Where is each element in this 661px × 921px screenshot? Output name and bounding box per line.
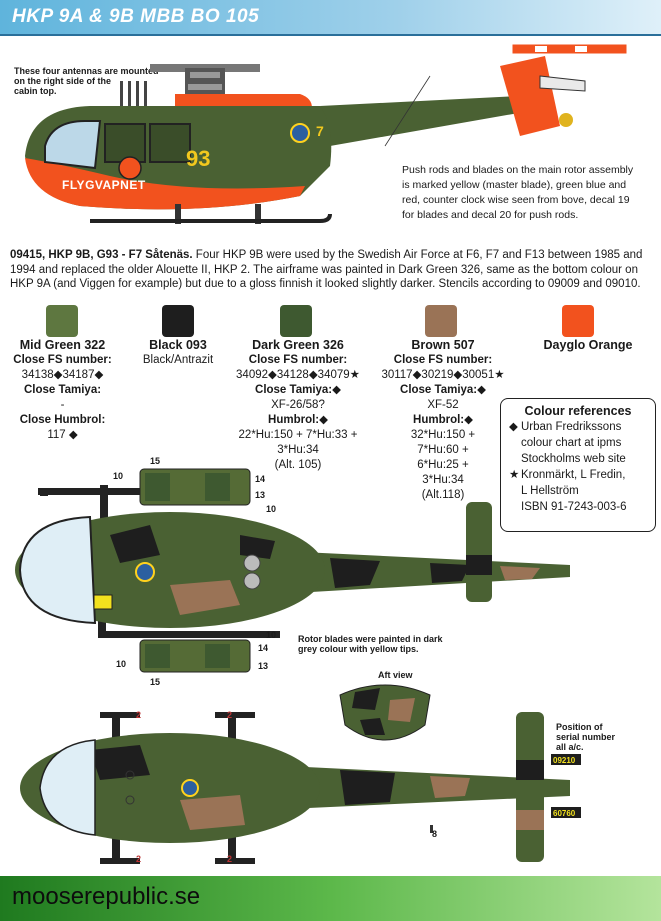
underside-illustration — [20, 712, 581, 864]
fuselage-orange-band — [25, 158, 305, 210]
top-view-illustration — [15, 468, 570, 673]
cabin-window — [149, 123, 191, 163]
unit-badge-icon — [118, 156, 142, 180]
diamond-bullet-icon: ◆ — [509, 421, 518, 433]
swatch-black — [162, 305, 194, 337]
antenna — [144, 81, 147, 106]
tail-boom — [320, 96, 530, 146]
swatch-dark-green — [280, 305, 312, 337]
colour-column-dayglo: Dayglo Orange — [543, 338, 633, 352]
side-marking: FLYGVAPNET — [62, 178, 146, 192]
cockpit-canopy — [18, 515, 97, 625]
serial-number-2: 60760 — [553, 809, 576, 818]
swatch-dayglo-orange — [562, 305, 594, 337]
footer-site: mooserepublic.se — [12, 883, 201, 910]
serial-plate — [551, 807, 581, 818]
colour-column-dark-green: Dark Green 326 Close FS number: 34092◆34… — [236, 338, 360, 471]
serial-position-note: Position of serial number all a/c. — [556, 722, 616, 752]
swatch-mid-green — [46, 305, 78, 337]
antenna-note: These four antennas are mounted on the r… — [14, 66, 159, 96]
star-bullet-icon: ★ — [509, 469, 520, 481]
colour-column-brown: Brown 507 Close FS number: 30117◆30219◆3… — [381, 338, 505, 501]
engine-cowl — [175, 94, 312, 108]
cockpit-window — [44, 120, 102, 170]
tail-rotor-blade — [511, 43, 628, 55]
tail-code: 7 — [316, 123, 324, 139]
aft-view-illustration — [339, 684, 431, 741]
colour-column-black: Black 093 Black/Antrazit — [142, 338, 214, 366]
cabin-window — [104, 123, 146, 163]
side-view-illustration — [25, 43, 628, 224]
colour-column-mid-green: Mid Green 322 Close FS number: 34138◆341… — [13, 338, 112, 441]
tail-rotor — [539, 75, 586, 92]
antenna — [120, 81, 123, 106]
swatch-brown — [425, 305, 457, 337]
antenna — [128, 81, 131, 106]
horizontal-stabiliser-underside — [516, 712, 544, 862]
page-title: HKP 9A & 9B MBB BO 105 — [12, 6, 260, 27]
serial-number-1: 09210 — [553, 756, 576, 765]
serial-plate — [551, 754, 581, 765]
aircraft-description: 09415, HKP 9B, G93 - F7 Såtenäs. Four HK… — [10, 249, 643, 290]
rotor-blade-note: Rotor blades were painted in dark grey c… — [298, 634, 443, 654]
title-banner — [0, 0, 661, 36]
push-rod-caption: Push rods and blades on the main rotor a… — [402, 164, 634, 221]
colour-references-box: Colour references ◆ Urban Fredrikssons c… — [500, 398, 656, 532]
footer-banner — [0, 876, 661, 921]
reference-item: ◆ Urban Fredrikssons colour chart at ipm… — [509, 421, 626, 465]
reference-item: ★ Kronmärkt, L Fredin, L Hellström ISBN … — [509, 469, 627, 513]
landing-skid — [90, 213, 332, 223]
roundel-icon — [290, 123, 310, 143]
lower-canopy — [39, 739, 96, 836]
aft-view-label: Aft view — [378, 670, 413, 680]
roundel-icon — [135, 562, 155, 582]
antenna — [136, 81, 139, 106]
tail-fin — [500, 56, 560, 136]
horizontal-stabiliser — [466, 502, 492, 602]
code-number: 93 — [186, 146, 211, 171]
roundel-icon — [181, 779, 199, 797]
